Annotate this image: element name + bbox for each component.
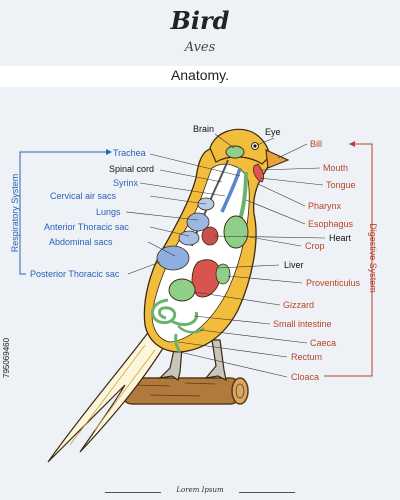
- label-cloaca: Cloaca: [291, 372, 320, 382]
- bird-beak: [265, 149, 290, 169]
- small-intestine-shape: [151, 298, 199, 326]
- label-trachea: Trachea: [113, 148, 146, 158]
- label-bill: Bill: [310, 139, 323, 149]
- bird-brain: [225, 145, 245, 159]
- label-eye: Eye: [265, 127, 281, 137]
- digestive-system-label: Digestive System: [368, 223, 378, 293]
- label-proventiculus: Proventiculus: [306, 278, 361, 288]
- branch: [121, 377, 249, 405]
- label-gizzard: Gizzard: [283, 300, 315, 310]
- anterior-thoracic-sac: [178, 230, 200, 246]
- footer-line-right: [239, 492, 295, 493]
- stock-id: 795069460: [2, 337, 11, 378]
- label-pharynx: Pharynx: [308, 201, 342, 211]
- bird-mouth: [253, 163, 265, 183]
- lungs-shape: [186, 212, 210, 232]
- label-rectum: Rectum: [291, 352, 323, 362]
- label-crop: Crop: [305, 241, 325, 251]
- label-tongue: Tongue: [326, 180, 356, 190]
- label-liver: Liver: [284, 260, 304, 270]
- label-lungs: Lungs: [96, 207, 121, 217]
- label-caeca: Caeca: [310, 338, 337, 348]
- diagram-title: Bird: [170, 6, 230, 35]
- label-esophagus: Esophagus: [308, 219, 354, 229]
- label-spinal-cord: Spinal cord: [109, 164, 155, 174]
- label-heart: Heart: [329, 233, 352, 243]
- diagram-subtitle: Aves: [184, 40, 216, 55]
- digestive-bracket: [324, 143, 373, 377]
- trachea-tube: [220, 167, 242, 213]
- rectum-shape: [174, 333, 182, 353]
- label-mouth: Mouth: [323, 163, 349, 173]
- label-cervical-air-sacs: Cervical air sacs: [50, 191, 117, 201]
- label-syrinx: Syrinx: [113, 178, 139, 188]
- label-abdominal-sacs: Abdominal sacs: [49, 237, 113, 247]
- respiratory-system-label: Respiratory System: [10, 173, 20, 253]
- diagram-heading: Anatomy.: [170, 67, 230, 83]
- heading-band: [0, 66, 400, 87]
- label-small-intestine: Small intestine: [273, 319, 332, 329]
- abdominal-sac: [156, 245, 190, 271]
- leader-lines: [125, 133, 326, 378]
- label-anterior-thoracic-sac: Anterior Thoracic sac: [44, 222, 129, 232]
- label-brain: Brain: [193, 124, 215, 134]
- proventiculus-shape: [215, 263, 231, 285]
- gizzard-shape: [168, 278, 196, 302]
- esophagus-tube: [238, 171, 248, 221]
- crop-shape: [223, 215, 249, 249]
- label-posterior-thoracic-sac: Posterior Thoracic sac: [30, 269, 120, 279]
- caeca-shape: [177, 325, 205, 334]
- respiratory-bracket: [19, 151, 110, 275]
- footer-text: Lorem Ipsum: [176, 486, 224, 494]
- footer-line-left: [105, 492, 161, 493]
- liver-shape: [191, 259, 221, 298]
